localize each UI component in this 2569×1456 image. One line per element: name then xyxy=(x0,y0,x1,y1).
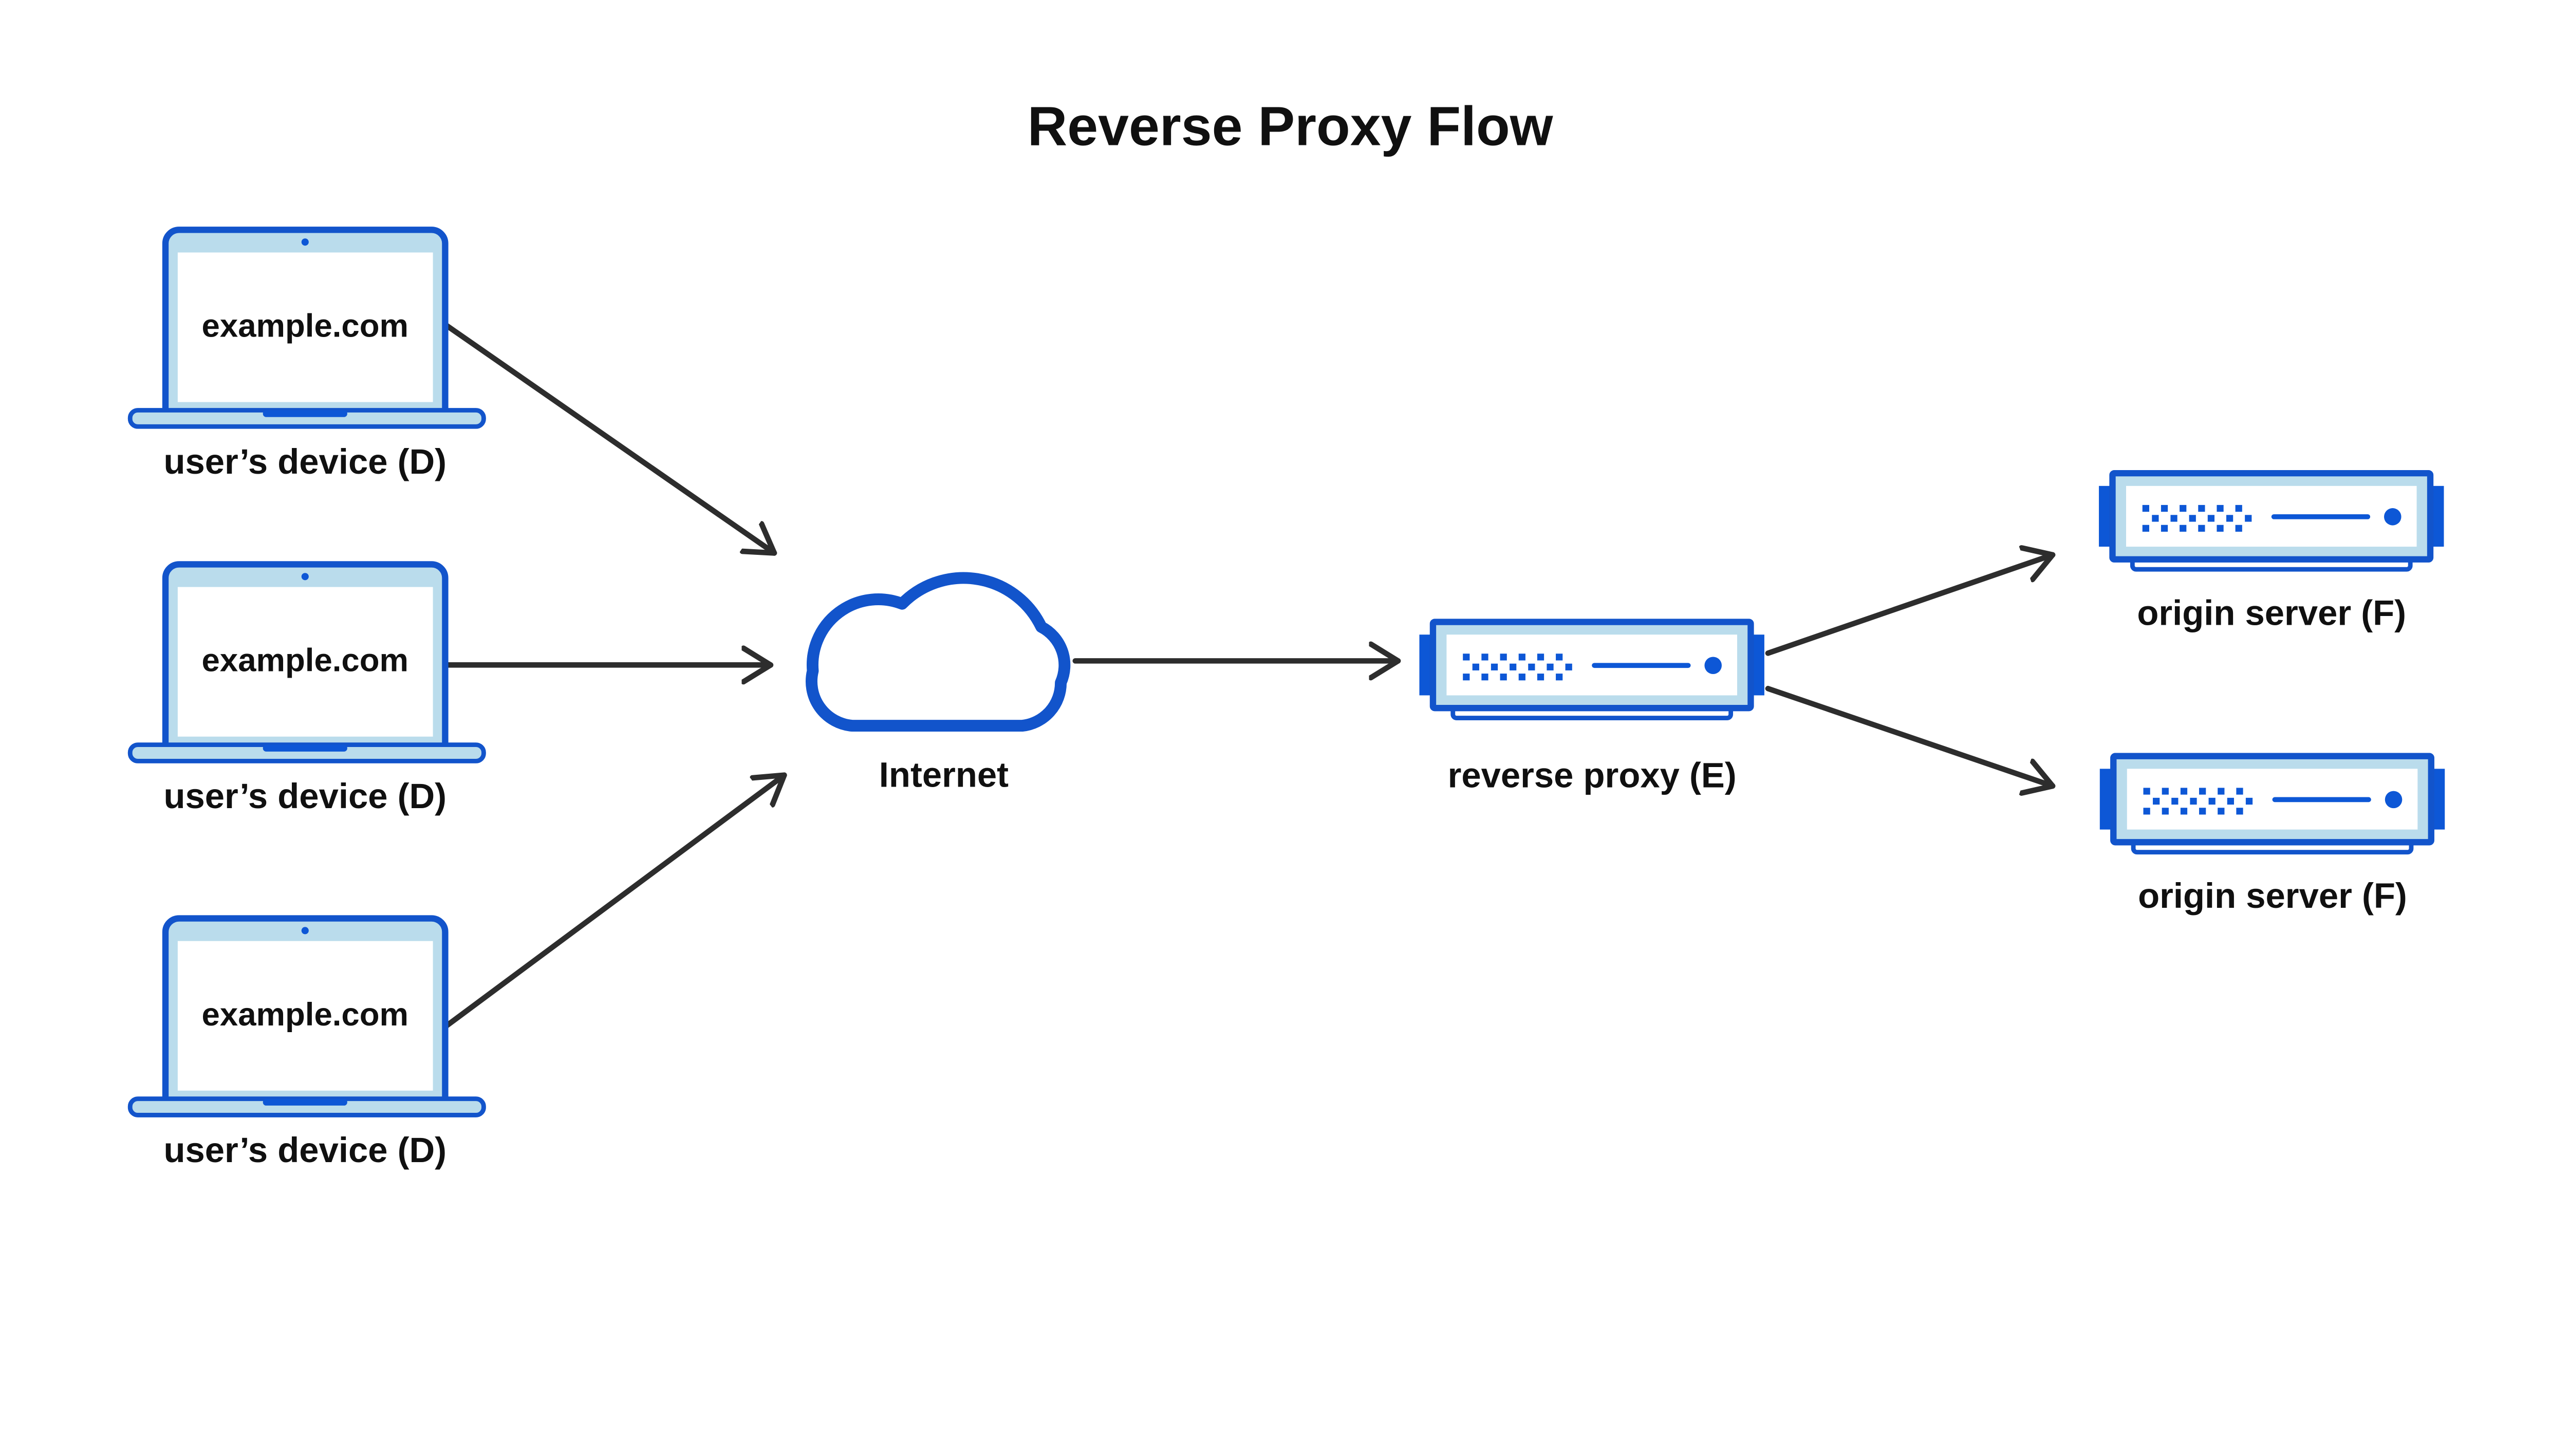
origin-server-1: origin server (F) xyxy=(2099,473,2444,633)
user-device-label: user’s device (D) xyxy=(163,776,446,816)
arrow-proxy-to-origin2 xyxy=(1765,685,2056,786)
server-icon xyxy=(2099,473,2444,569)
user-device-label: user’s device (D) xyxy=(163,442,446,481)
reverse-proxy-flow-diagram: Reverse Proxy Flow example.com user’s de… xyxy=(127,95,2448,1170)
reverse-proxy-node: reverse proxy (E) xyxy=(1419,622,1764,795)
reverse-proxy-label: reverse proxy (E) xyxy=(1448,756,1737,795)
page-title: Reverse Proxy Flow xyxy=(1028,95,1553,157)
origin-server-label: origin server (F) xyxy=(2137,593,2406,633)
user-device-3: example.com user’s device (D) xyxy=(130,919,483,1170)
cloud-icon xyxy=(806,572,1071,732)
user-device-2: example.com user’s device (D) xyxy=(130,564,483,816)
laptop-screen-text: example.com xyxy=(202,642,408,679)
arrow-proxy-to-origin1 xyxy=(1765,555,2056,656)
user-device-1: example.com user’s device (D) xyxy=(130,230,483,481)
internet-node: Internet xyxy=(806,572,1071,795)
arrow-device1-to-internet xyxy=(443,323,777,556)
arrow-device3-to-internet xyxy=(443,772,787,1029)
flow-arrows xyxy=(443,323,2056,1029)
user-device-label: user’s device (D) xyxy=(163,1130,446,1170)
internet-label: Internet xyxy=(879,755,1009,795)
server-icon xyxy=(2100,756,2445,852)
laptop-screen-text: example.com xyxy=(202,996,408,1033)
origin-server-2: origin server (F) xyxy=(2100,756,2445,916)
laptop-screen-text: example.com xyxy=(202,308,408,344)
server-icon xyxy=(1419,622,1764,718)
origin-server-label: origin server (F) xyxy=(2138,876,2407,916)
